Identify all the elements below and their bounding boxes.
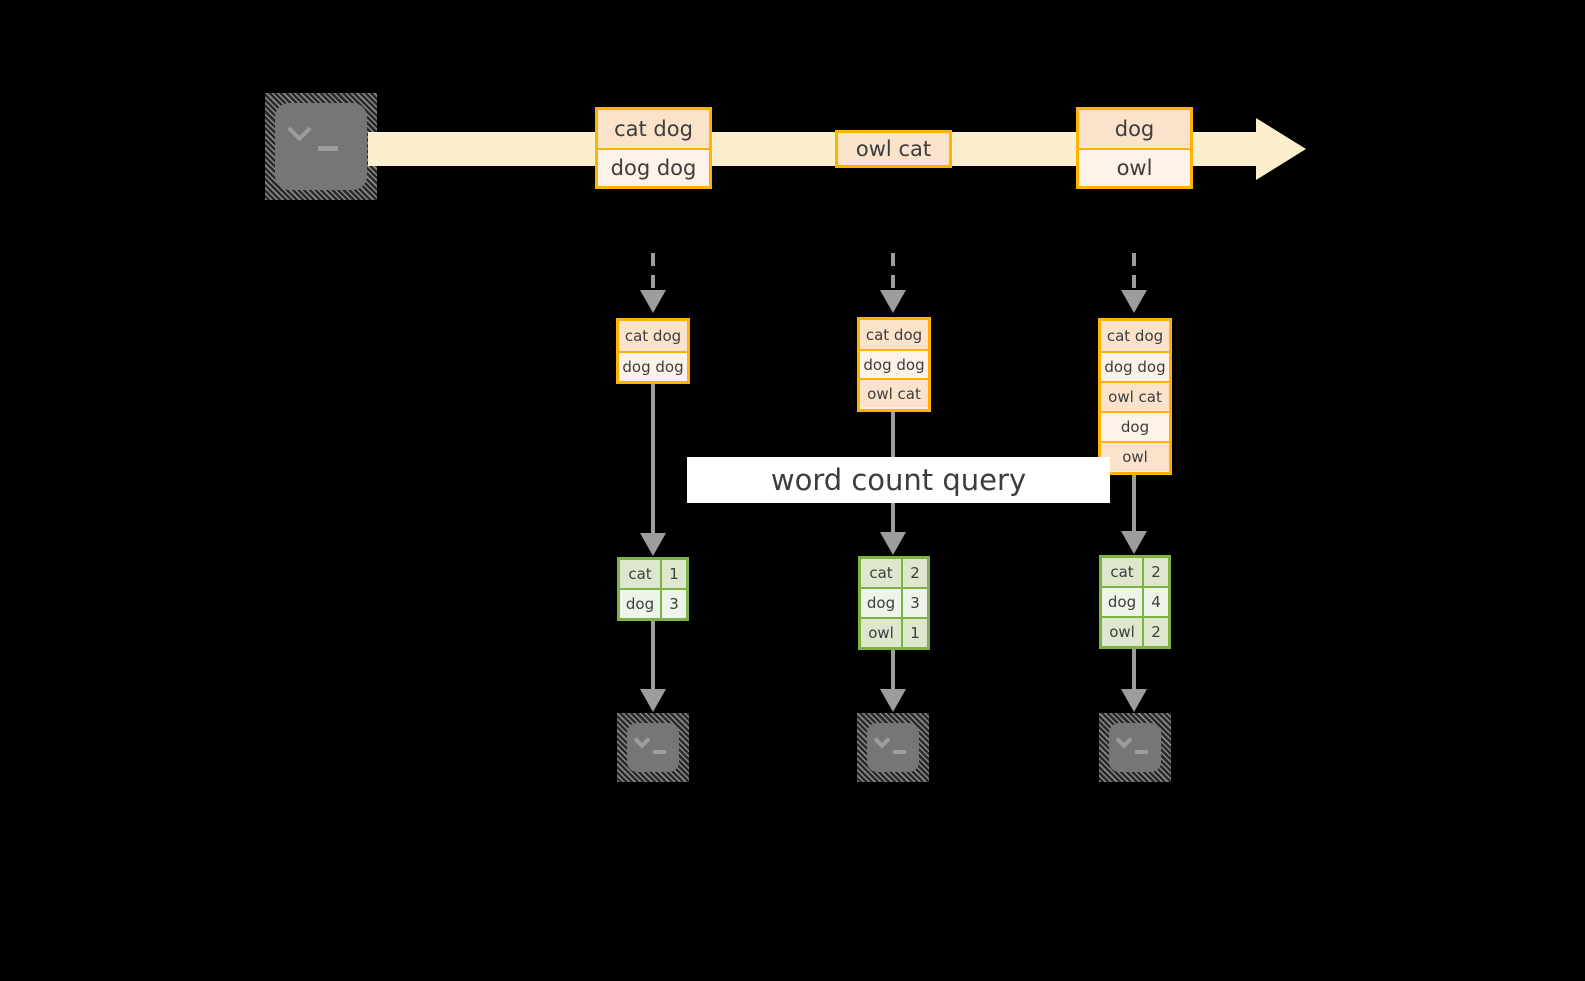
table-row: owl cat [1101, 381, 1169, 411]
column-1-sink-arrow-icon [640, 689, 666, 712]
result-count: 3 [903, 589, 927, 617]
table-row: cat dog [860, 320, 928, 349]
result-word: cat [1102, 558, 1144, 586]
result-count: 4 [1144, 588, 1168, 616]
column-2-feed-arrow-icon [880, 290, 906, 313]
column-2-sink-terminal-icon [857, 713, 929, 782]
table-row: owl 1 [861, 617, 927, 647]
column-2-sink-line [891, 650, 895, 693]
column-1-query-arrow-icon [640, 533, 666, 556]
table-row: owl [1101, 441, 1169, 471]
column-2-input-table: cat dog dog dog owl cat [857, 317, 931, 412]
result-count: 2 [903, 559, 927, 587]
column-1-feed-arrow-icon [640, 290, 666, 313]
table-row: dog 4 [1102, 586, 1168, 616]
prompt-chevron-icon [287, 117, 312, 142]
column-3-result-table: cat 2 dog 4 owl 2 [1099, 555, 1171, 649]
column-2-result-table: cat 2 dog 3 owl 1 [858, 556, 930, 650]
column-3-sink-line [1132, 649, 1136, 693]
table-row: dog dog [860, 349, 928, 378]
column-1-result-table: cat 1 dog 3 [617, 557, 689, 621]
column-2-sink-arrow-icon [880, 689, 906, 712]
result-word: cat [620, 560, 662, 588]
table-row: dog dog [1101, 351, 1169, 381]
column-3-sink-arrow-icon [1121, 689, 1147, 712]
terminal-screen [867, 723, 919, 772]
stream-batch-1: cat dog dog dog [595, 107, 712, 189]
table-row: dog 3 [861, 587, 927, 617]
terminal-screen [627, 723, 679, 772]
table-row: dog dog [619, 351, 687, 381]
column-2-query-arrow-icon [880, 532, 906, 555]
table-row: owl 2 [1102, 616, 1168, 646]
table-row: cat 2 [1102, 558, 1168, 586]
column-3-feed-arrow-icon [1121, 290, 1147, 313]
result-word: dog [620, 590, 662, 618]
table-row: owl cat [860, 378, 928, 407]
stream-batch-3: dog owl [1076, 107, 1193, 189]
column-3-query-arrow-icon [1121, 531, 1147, 554]
result-word: owl [1102, 618, 1144, 646]
prompt-underscore-icon [893, 750, 906, 754]
terminal-screen [275, 103, 367, 190]
result-word: cat [861, 559, 903, 587]
table-row: cat dog [1101, 321, 1169, 351]
column-3-query-line [1132, 475, 1136, 535]
stream-batch-3-line: owl [1079, 148, 1190, 186]
prompt-underscore-icon [318, 146, 338, 151]
prompt-underscore-icon [1135, 750, 1148, 754]
stream-batch-1-line: dog dog [598, 148, 709, 186]
table-row: cat 1 [620, 560, 686, 588]
result-count: 1 [903, 619, 927, 647]
stream-batch-2-line: owl cat [838, 133, 949, 165]
prompt-underscore-icon [653, 750, 666, 754]
result-count: 2 [1144, 618, 1168, 646]
query-label-band: word count query [687, 457, 1110, 503]
table-row: cat dog [619, 321, 687, 351]
prompt-chevron-icon [633, 731, 651, 749]
column-1-input-table: cat dog dog dog [616, 318, 690, 384]
prompt-chevron-icon [873, 731, 891, 749]
source-terminal-icon [265, 93, 377, 200]
column-3-feed-line [1132, 253, 1136, 293]
table-row: dog [1101, 411, 1169, 441]
column-3-input-table: cat dog dog dog owl cat dog owl [1098, 318, 1172, 475]
result-count: 1 [662, 560, 686, 588]
prompt-chevron-icon [1115, 731, 1133, 749]
stream-batch-1-line: cat dog [598, 110, 709, 148]
result-word: owl [861, 619, 903, 647]
stream-batch-2: owl cat [835, 130, 952, 168]
result-word: dog [1102, 588, 1144, 616]
column-1-sink-terminal-icon [617, 713, 689, 782]
column-3-sink-terminal-icon [1099, 713, 1171, 782]
column-1-feed-line [651, 253, 655, 293]
column-1-sink-line [651, 621, 655, 693]
result-count: 3 [662, 590, 686, 618]
stream-batch-3-line: dog [1079, 110, 1190, 148]
result-word: dog [861, 589, 903, 617]
table-row: dog 3 [620, 588, 686, 618]
result-count: 2 [1144, 558, 1168, 586]
event-stream-arrow-icon [1256, 118, 1306, 180]
table-row: cat 2 [861, 559, 927, 587]
terminal-screen [1109, 723, 1161, 772]
column-1-query-line [651, 384, 655, 537]
column-2-feed-line [891, 253, 895, 293]
